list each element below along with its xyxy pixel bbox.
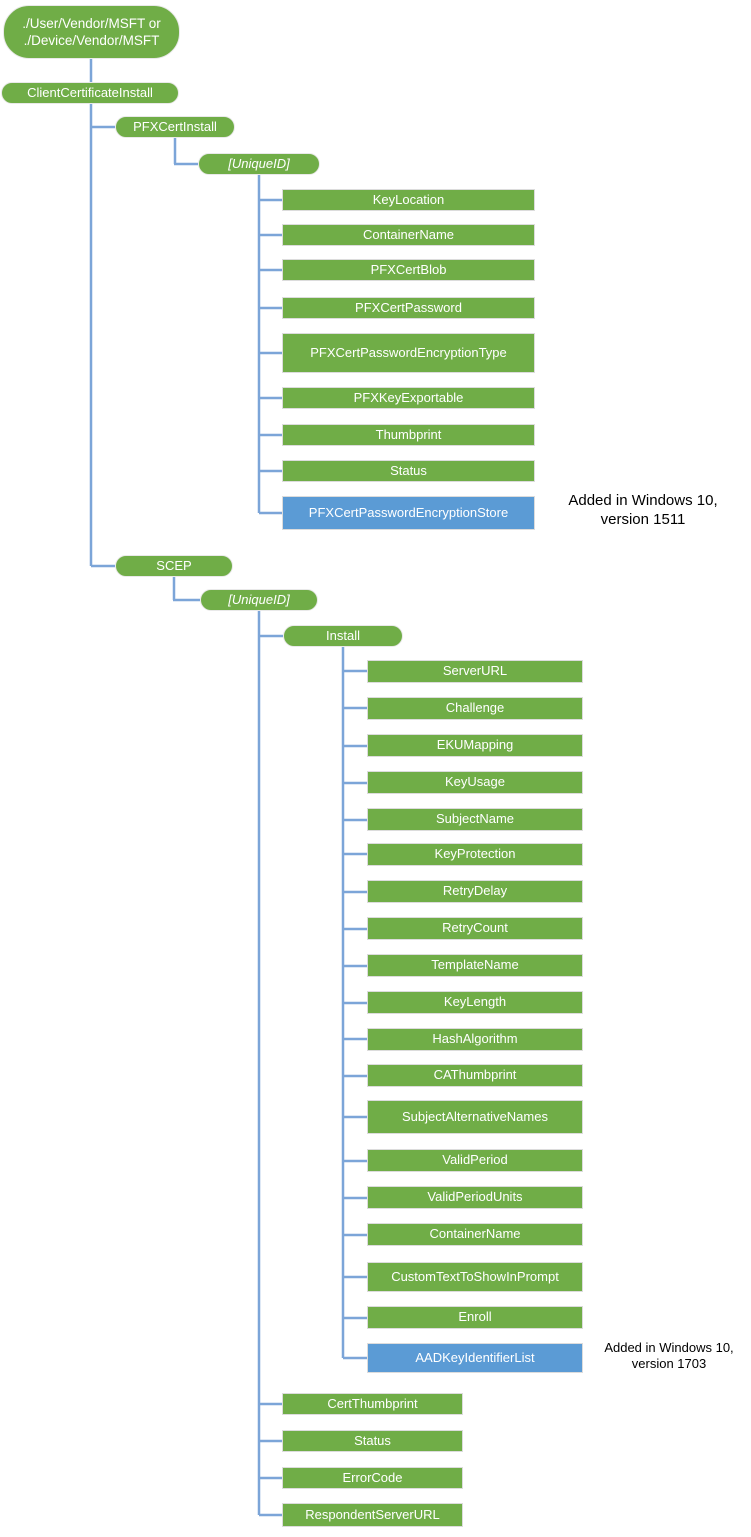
node-enroll: Enroll: [367, 1306, 583, 1329]
node-pfxcertpassword: PFXCertPassword: [282, 297, 535, 319]
node-certthumbprint: CertThumbprint: [282, 1393, 463, 1415]
node-pfxcertinstall: PFXCertInstall: [115, 116, 235, 138]
node-root-path: ./User/Vendor/MSFT or ./Device/Vendor/MS…: [3, 5, 180, 59]
node-pfxcertpasswordencryptiontype: PFXCertPasswordEncryptionType: [282, 333, 535, 373]
node-keylength: KeyLength: [367, 991, 583, 1014]
node-cathumbprint: CAThumbprint: [367, 1064, 583, 1087]
node-retrycount: RetryCount: [367, 917, 583, 940]
node-keylocation: KeyLocation: [282, 189, 535, 211]
node-pfxkeyexportable: PFXKeyExportable: [282, 387, 535, 409]
node-pfxcertblob: PFXCertBlob: [282, 259, 535, 281]
node-thumbprint: Thumbprint: [282, 424, 535, 446]
node-scep: SCEP: [115, 555, 233, 577]
node-errorcode: ErrorCode: [282, 1467, 463, 1489]
node-keyusage: KeyUsage: [367, 771, 583, 794]
node-subjectalternativenames: SubjectAlternativeNames: [367, 1100, 583, 1134]
node-ekumapping: EKUMapping: [367, 734, 583, 757]
node-challenge: Challenge: [367, 697, 583, 720]
node-retrydelay: RetryDelay: [367, 880, 583, 903]
node-templatename: TemplateName: [367, 954, 583, 977]
node-customtexttoshowinprompt: CustomTextToShowInPrompt: [367, 1262, 583, 1292]
node-status-scep: Status: [282, 1430, 463, 1452]
node-uniqueid-pfx: [UniqueID]: [198, 153, 320, 175]
node-keyprotection: KeyProtection: [367, 843, 583, 866]
node-containername-scep: ContainerName: [367, 1223, 583, 1246]
node-uniqueid-scep: [UniqueID]: [200, 589, 318, 611]
node-install: Install: [283, 625, 403, 647]
annotation-version-1511: Added in Windows 10, version 1511: [568, 492, 718, 528]
node-containername-pfx: ContainerName: [282, 224, 535, 246]
annotation-version-1703: Added in Windows 10, version 1703: [604, 1340, 734, 1372]
node-status-pfx: Status: [282, 460, 535, 482]
node-hashalgorithm: HashAlgorithm: [367, 1028, 583, 1051]
node-validperiodunits: ValidPeriodUnits: [367, 1186, 583, 1209]
node-clientcertificateinstall: ClientCertificateInstall: [1, 82, 179, 104]
node-respondentserverurl: RespondentServerURL: [282, 1503, 463, 1527]
node-validperiod: ValidPeriod: [367, 1149, 583, 1172]
node-aadkeyidentifierlist: AADKeyIdentifierList: [367, 1343, 583, 1373]
node-serverurl: ServerURL: [367, 660, 583, 683]
node-subjectname: SubjectName: [367, 808, 583, 831]
node-pfxcertpasswordencryptionstore: PFXCertPasswordEncryptionStore: [282, 496, 535, 530]
